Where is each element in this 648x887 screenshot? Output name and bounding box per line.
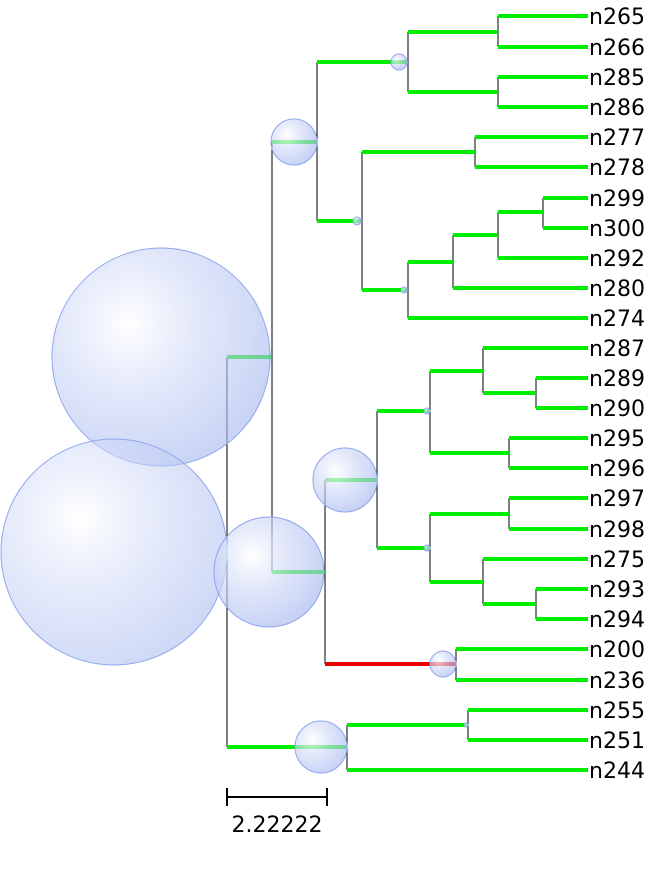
leaf-label: n298 xyxy=(589,518,645,543)
leaf-label: n244 xyxy=(589,759,645,784)
node-bubbles xyxy=(0,53,469,774)
node-bubble xyxy=(294,720,348,774)
leaf-label: n299 xyxy=(589,187,645,212)
leaf-label: n278 xyxy=(589,156,645,181)
node-bubble xyxy=(400,286,408,294)
leaf-label: n289 xyxy=(589,367,645,392)
node-bubble xyxy=(423,544,431,552)
leaf-label: n300 xyxy=(589,217,645,242)
leaf-label: n200 xyxy=(589,638,645,663)
leaf-label: n274 xyxy=(589,307,645,332)
leaf-label: n296 xyxy=(589,457,645,482)
scale-bar: 2.22222 xyxy=(226,788,328,838)
leaf-label: n265 xyxy=(589,5,645,30)
leaf-label: n280 xyxy=(589,277,645,302)
leaf-labels: n265 n266 n285 n286 n277 n278 n299 n300 … xyxy=(589,5,645,784)
node-bubble xyxy=(0,438,228,666)
leaf-label: n285 xyxy=(589,66,645,91)
node-bubble xyxy=(270,118,318,166)
leaf-label: n293 xyxy=(589,578,645,603)
leaf-label: n290 xyxy=(589,397,645,422)
node-bubble xyxy=(51,247,271,467)
leaf-label: n286 xyxy=(589,96,645,121)
leaf-label: n236 xyxy=(589,669,645,694)
node-bubble xyxy=(463,722,469,728)
leaf-label: n287 xyxy=(589,337,645,362)
node-bubble xyxy=(213,516,325,628)
leaf-label: n297 xyxy=(589,487,645,512)
scale-bar-label: 2.22222 xyxy=(232,813,323,838)
leaf-label: n277 xyxy=(589,126,645,151)
node-bubble xyxy=(312,447,378,513)
leaf-label: n294 xyxy=(589,608,645,633)
leaf-label: n255 xyxy=(589,699,645,724)
leaf-label: n275 xyxy=(589,548,645,573)
node-bubble xyxy=(352,216,362,226)
leaf-label: n266 xyxy=(589,36,645,61)
leaf-label: n292 xyxy=(589,247,645,272)
leaf-label: n295 xyxy=(589,427,645,452)
node-bubble xyxy=(429,650,457,678)
tree-branches xyxy=(227,14,588,772)
node-bubble xyxy=(423,407,431,415)
leaf-label: n251 xyxy=(589,729,645,754)
node-bubble xyxy=(390,53,408,71)
